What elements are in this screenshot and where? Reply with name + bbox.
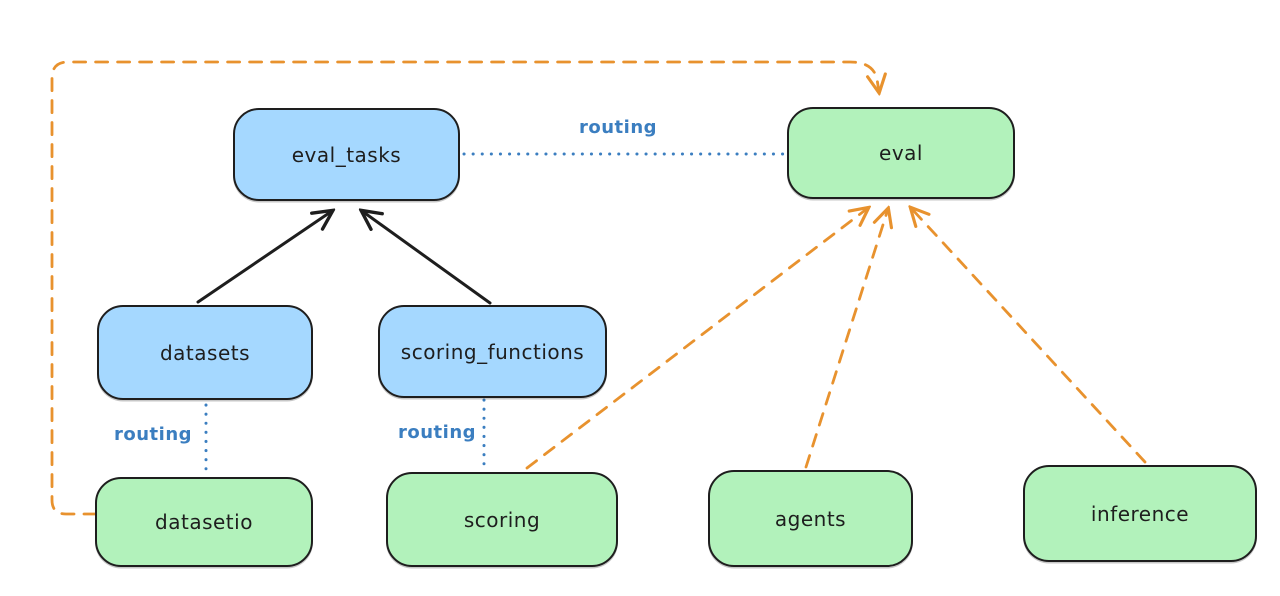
edge-agents-to-eval <box>804 209 888 469</box>
node-datasetio: datasetio <box>95 477 313 567</box>
edge-inference-to-eval <box>911 208 1147 464</box>
edge-datasets-to-eval-tasks <box>196 211 332 304</box>
edge-datasetio-to-eval <box>50 60 879 516</box>
node-scoring: scoring <box>386 472 618 567</box>
node-agents: agents <box>708 470 913 567</box>
node-datasets: datasets <box>97 305 313 400</box>
edge-scoring-to-eval <box>525 208 868 470</box>
node-eval-tasks: eval_tasks <box>233 108 460 201</box>
edge-scoring-functions-to-eval-tasks <box>362 211 492 305</box>
node-inference: inference <box>1023 465 1257 562</box>
routing-label-eval-tasks-eval: routing <box>578 117 658 138</box>
node-eval: eval <box>787 107 1015 199</box>
routing-label-datasets-datasetio: routing <box>113 424 193 445</box>
routing-label-scoring-functions-scoring: routing <box>397 422 477 443</box>
node-scoring-functions: scoring_functions <box>378 305 607 398</box>
